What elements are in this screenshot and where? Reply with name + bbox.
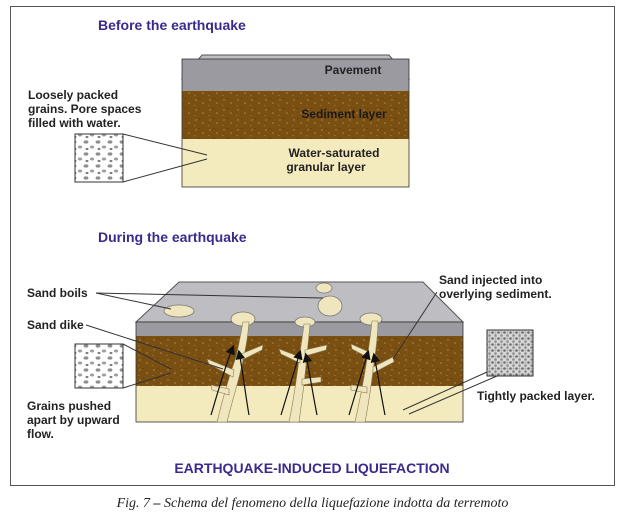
figure-caption: Fig. 7 – Schema del fenomeno della lique…: [0, 496, 625, 512]
upward-flow-arrow: [302, 352, 318, 416]
sediment-label: Sediment layer: [301, 107, 387, 121]
loose-grains-inset-2: [74, 343, 124, 389]
before-sediment: [182, 91, 409, 139]
loose-grains-inset: [74, 133, 124, 183]
before-heading: Before the earthquake: [98, 17, 246, 33]
loose-label-3: filled with water.: [28, 116, 121, 130]
caption-text: Schema del fenomeno della liquefazione i…: [164, 496, 509, 511]
tight-label: Tightly packed layer.: [477, 389, 595, 403]
pavement-label: Pavement: [325, 63, 382, 77]
caption-dash: –: [150, 496, 165, 511]
main-title: EARTHQUAKE-INDUCED LIQUEFACTION: [174, 460, 449, 476]
tight-callout: Tightly packed layer.: [402, 329, 595, 415]
figure-frame: Before the earthquake Pavement Sediment …: [10, 6, 615, 486]
grains-label-3: flow.: [27, 427, 54, 441]
upward-flow-arrow: [280, 349, 303, 416]
upward-flow-arrow: [370, 352, 386, 416]
sand-dike: [354, 320, 379, 423]
before-granular: [182, 139, 409, 187]
grains-label-1: Grains pushed: [27, 399, 111, 413]
grains-label-2: apart by upward: [27, 413, 120, 427]
saturated-label-1: Water-saturated: [289, 146, 380, 160]
sand-injected-label-2: overlying sediment.: [439, 287, 552, 301]
sand-injected-label-1: Sand injected into: [439, 273, 542, 287]
upward-flow-arrow: [210, 344, 235, 416]
sand-dike-label: Sand dike: [27, 318, 84, 332]
liquefaction-diagram: Before the earthquake Pavement Sediment …: [27, 17, 595, 476]
before-callout: Loosely packed grains. Pore spaces fille…: [28, 88, 208, 183]
sand-boil: [359, 312, 383, 326]
sand-dike: [288, 323, 311, 423]
during-pavement: [136, 322, 463, 336]
tight-grains-inset: [486, 329, 534, 377]
sand-boil: [317, 295, 343, 317]
saturated-label-2: granular layer: [286, 160, 366, 174]
sand-boils-label: Sand boils: [27, 286, 88, 300]
loose-label-2: grains. Pore spaces: [28, 102, 142, 116]
during-heading: During the earthquake: [98, 229, 247, 245]
grains-callout: Grains pushed apart by upward flow.: [27, 343, 172, 441]
sand-boil: [163, 304, 195, 318]
upward-flow-arrow: [348, 349, 371, 416]
before-block: [180, 54, 411, 188]
caption-prefix: Fig. 7: [116, 496, 151, 511]
sand-boil: [315, 282, 333, 294]
before-pavement: [182, 59, 409, 91]
during-block: [134, 281, 465, 423]
upward-flow-arrow: [235, 349, 250, 416]
loose-label-1: Loosely packed: [28, 88, 118, 102]
